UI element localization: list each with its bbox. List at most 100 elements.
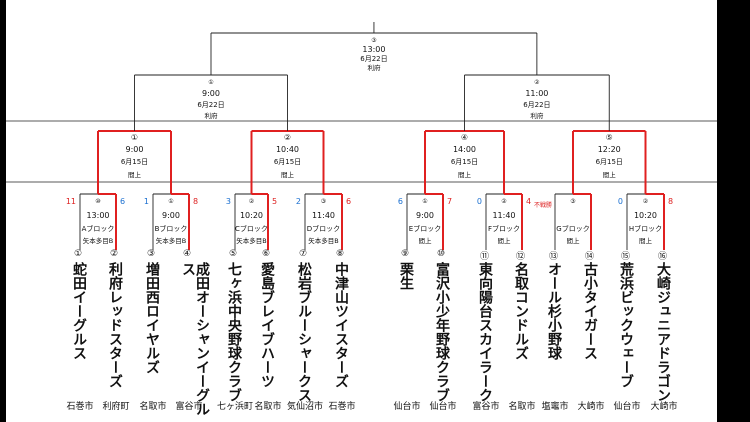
block-match-label: ③ <box>570 198 575 205</box>
quarter-venue: 間上 <box>128 170 142 179</box>
final-match-label: ③ <box>371 37 376 44</box>
team-name: 中津山ツイスターズ <box>333 262 349 388</box>
team-city: 名取市 <box>254 402 282 412</box>
quarter-date: 6月15日 <box>451 158 478 166</box>
block-name: Aブロック <box>82 224 115 233</box>
quarter-time: 9:00 <box>126 145 144 154</box>
team-city: 塩竈市 <box>541 402 569 412</box>
block-score-right: 6 <box>346 197 351 206</box>
team-name: 名取コンドルズ <box>513 262 529 360</box>
team-name: 古小タイガース <box>582 262 598 360</box>
block-venue: 間上 <box>639 236 653 245</box>
block-time: 9:00 <box>162 211 180 220</box>
team-name: 愛島ブレイブハーツ <box>259 262 275 388</box>
team-city: 富谷市 <box>472 402 500 412</box>
team-number: ⑧ <box>336 249 345 259</box>
block-venue: 矢本多目B <box>83 236 113 245</box>
block-score-left: 不戦勝 <box>534 201 552 209</box>
team-name: 増田西ロイヤルズ <box>144 262 160 374</box>
block-match-label: ② <box>501 198 507 205</box>
team-city: 石巻市 <box>328 402 356 412</box>
block-score-right: 6 <box>120 197 125 206</box>
team-city: 名取市 <box>139 402 167 412</box>
team-number: ⑤ <box>229 249 238 259</box>
block-venue: 矢本多目B <box>236 236 266 245</box>
block-time: 10:20 <box>240 211 263 220</box>
team-city: 大崎市 <box>577 402 605 412</box>
quarter-time: 14:00 <box>453 145 476 154</box>
block-venue: 間上 <box>498 236 512 245</box>
final-venue: 利府 <box>367 63 381 72</box>
block-venue: 間上 <box>419 236 433 245</box>
final-time: 13:00 <box>362 45 385 54</box>
block-match-label: ③ <box>321 198 326 205</box>
team-name: 松岩ブルーシャークス <box>296 262 312 402</box>
block-score-left: 2 <box>296 197 301 206</box>
quarter-date: 6月15日 <box>274 158 301 166</box>
team-city: 利府町 <box>102 402 130 412</box>
team-name: オール杉小野球 <box>546 262 562 360</box>
team-number: ① <box>74 249 83 259</box>
team-city: 大崎市 <box>650 402 678 412</box>
block-match-label: ① <box>422 198 427 205</box>
block-name: Bブロック <box>155 224 188 233</box>
final-date: 6月22日 <box>360 55 387 63</box>
block-venue: 間上 <box>567 236 581 245</box>
block-match-label: ② <box>643 198 649 205</box>
block-name: Gブロック <box>556 224 589 233</box>
quarter-match-label: ④ <box>461 133 468 142</box>
semi-match-label: ① <box>208 79 213 86</box>
block-name: Dブロック <box>307 224 340 233</box>
team-number: ⑩ <box>437 249 446 259</box>
team-name: 荒浜ビックウェーブ <box>618 262 634 388</box>
team-number: ③ <box>147 249 156 259</box>
block-score-left: 0 <box>618 197 623 206</box>
block-score-left: 0 <box>477 197 482 206</box>
team-number: ⑮ <box>621 252 631 262</box>
block-match-label: ① <box>168 198 173 205</box>
team-city: 富谷市 <box>175 402 203 412</box>
team-number: ⑨ <box>401 249 410 259</box>
team-number: ⑬ <box>549 252 559 262</box>
team-number: ④ <box>183 249 192 259</box>
quarter-time: 12:20 <box>598 145 621 154</box>
quarter-venue: 間上 <box>281 170 295 179</box>
team-city: 仙台市 <box>393 402 421 412</box>
quarter-date: 6月15日 <box>121 158 148 166</box>
team-city: 仙台市 <box>429 402 457 412</box>
semi-time: 11:00 <box>525 89 548 98</box>
team-number: ⑪ <box>480 252 490 262</box>
quarter-match-label: ⑤ <box>606 133 613 142</box>
block-name: Hブロック <box>629 224 662 233</box>
quarter-time: 10:40 <box>276 145 299 154</box>
block-score-right: 8 <box>193 197 198 206</box>
block-match-label: ② <box>249 198 255 205</box>
team-name: 七ヶ浜中央野球クラブ <box>226 262 242 402</box>
semi-date: 6月22日 <box>197 101 224 109</box>
block-score-right: 8 <box>668 197 673 206</box>
quarter-date: 6月15日 <box>596 158 623 166</box>
team-city: 七ヶ浜町 <box>216 402 253 412</box>
quarter-venue: 間上 <box>603 170 617 179</box>
quarter-venue: 間上 <box>458 170 472 179</box>
block-score-left: 3 <box>226 197 231 206</box>
block-score-left: 11 <box>66 197 76 206</box>
block-time: 10:20 <box>634 211 657 220</box>
block-venue: 矢本多目B <box>308 236 338 245</box>
team-name: 成田オーシャンイーグルス <box>180 262 210 416</box>
block-time: 11:40 <box>492 211 515 220</box>
block-score-right: 5 <box>272 197 277 206</box>
block-venue: 矢本多目B <box>156 236 186 245</box>
team-name: 富沢小少年野球クラブ <box>434 262 450 402</box>
team-number: ⑯ <box>658 252 668 262</box>
semi-date: 6月22日 <box>523 101 550 109</box>
block-match-label: ⑩ <box>95 198 100 205</box>
team-number: ⑭ <box>585 252 595 262</box>
team-city: 石巻市 <box>66 402 94 412</box>
block-score-right: 4 <box>526 197 531 206</box>
block-score-right: 7 <box>447 197 452 206</box>
block-time: 11:40 <box>312 211 335 220</box>
team-city: 気仙沼市 <box>286 402 323 412</box>
